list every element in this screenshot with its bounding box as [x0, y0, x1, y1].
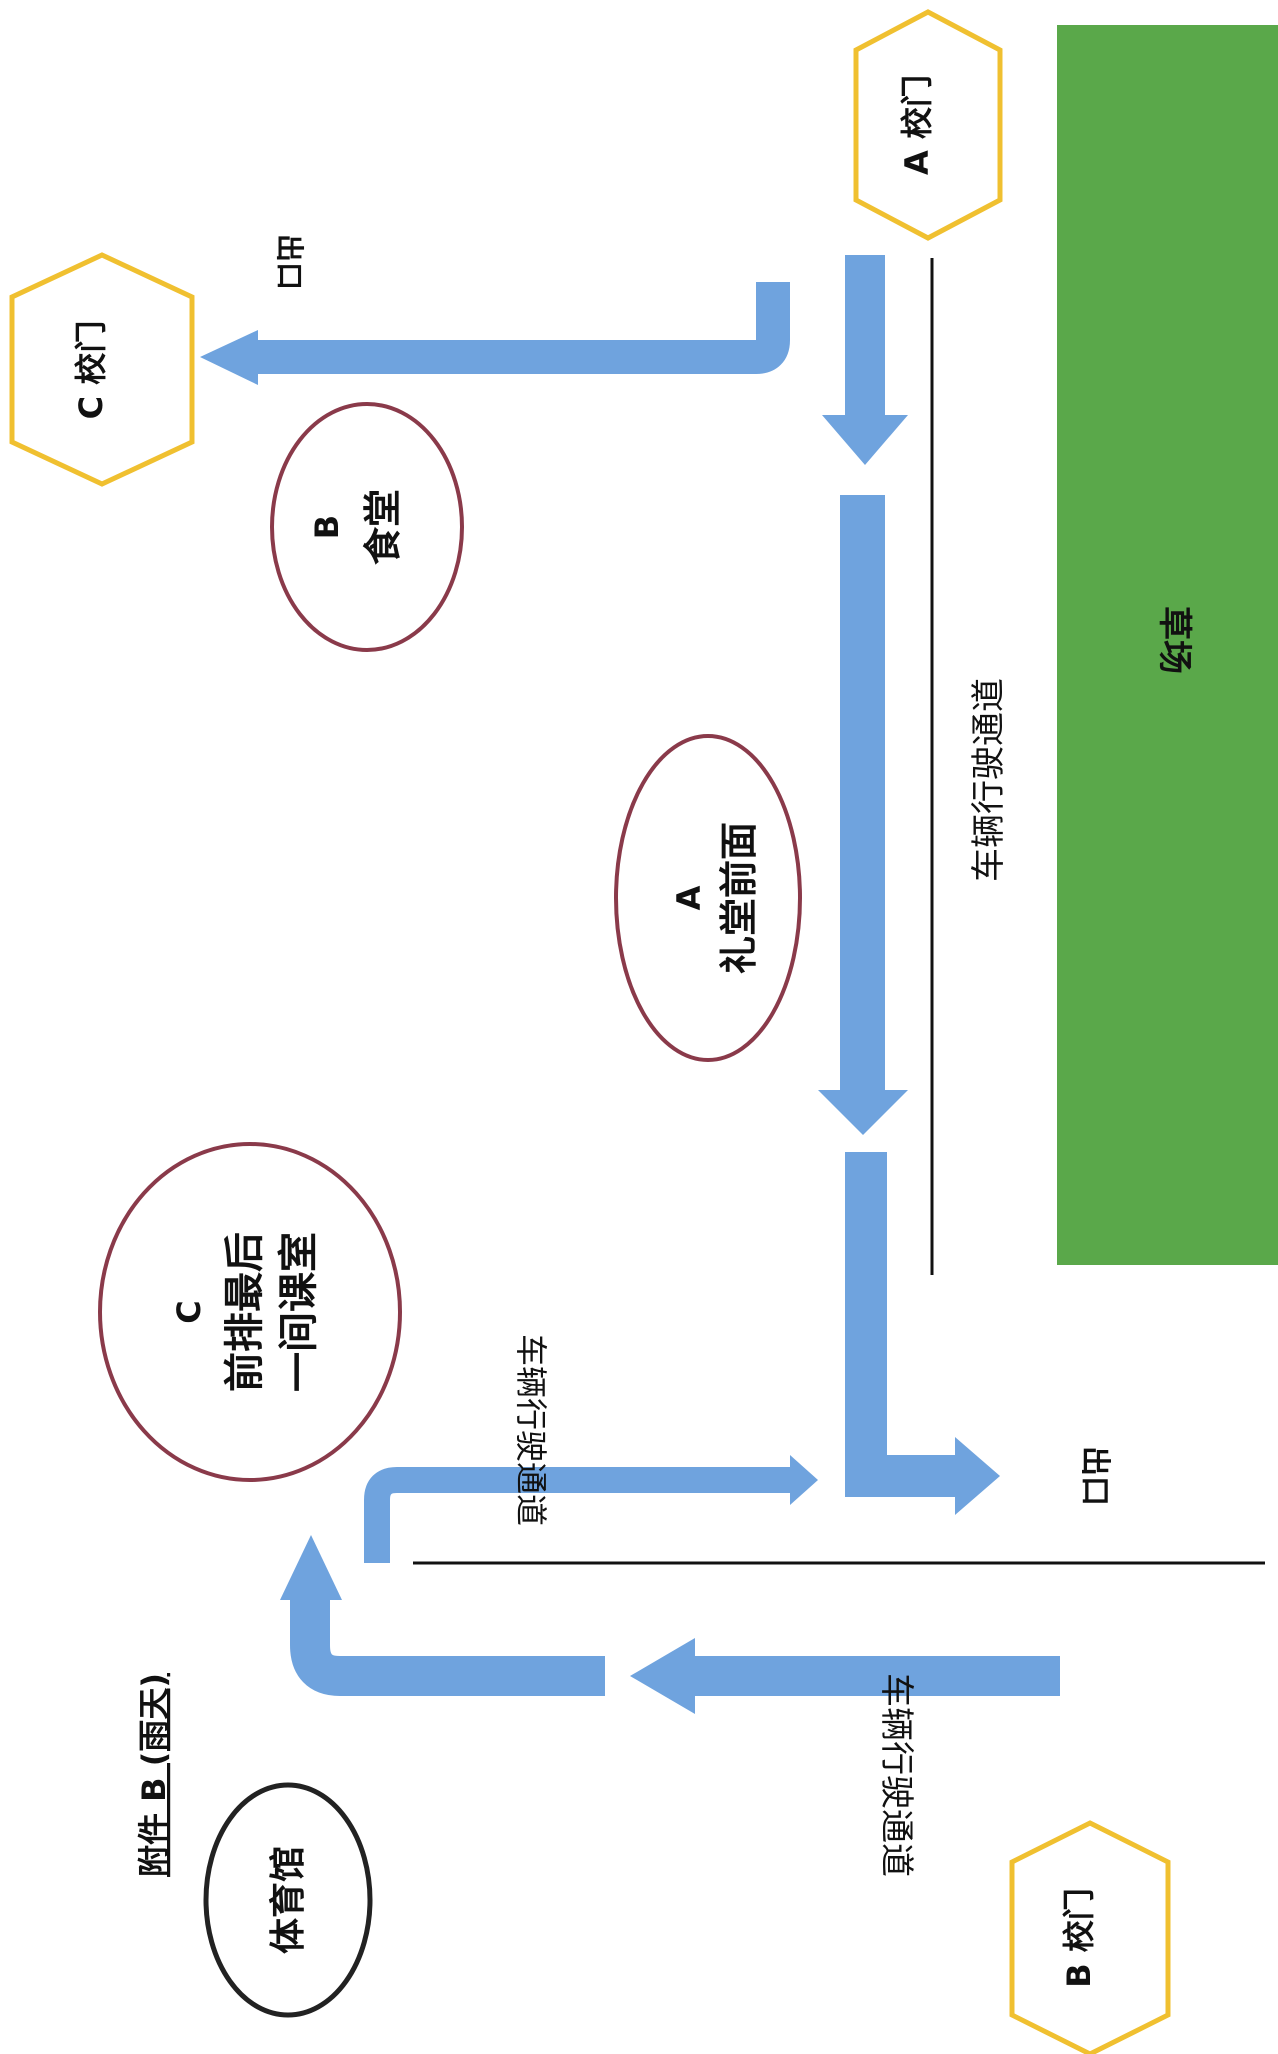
gym-label: 体育馆	[268, 1846, 309, 1954]
gate-a-label: A 校门	[898, 75, 936, 175]
gate-c-label: C 校门	[72, 321, 110, 420]
exit-top-label: 出口	[273, 234, 306, 290]
zone-b-letter: B	[308, 515, 346, 539]
zone-c	[98, 1142, 402, 1482]
zone-a	[614, 734, 802, 1062]
lane-label-right: 车辆行驶通道	[969, 678, 1009, 882]
gate-a	[853, 9, 1003, 241]
gate-b	[1009, 1820, 1171, 2054]
caption: 附件 B (雨天)	[135, 1673, 173, 1877]
zone-c-line1: 前排最后	[222, 1232, 268, 1392]
field	[1057, 25, 1278, 1265]
zone-b	[270, 402, 464, 652]
zone-c-line2: 一间课室	[276, 1232, 322, 1392]
arrow-to-c-gate	[200, 282, 790, 385]
exit-bottom-label: 出口	[1077, 1446, 1112, 1506]
arrow-from-b-gate	[280, 1535, 1060, 1714]
lane-label-bottom: 车辆行驶通道	[876, 1673, 916, 1877]
zone-c-letter: C	[170, 1300, 208, 1323]
gym	[203, 1782, 373, 2018]
field-label: 草场	[1154, 606, 1194, 674]
zone-b-name: 食堂	[361, 489, 405, 565]
zone-a-name: 礼堂前面	[717, 822, 761, 974]
gate-b-label: B 校门	[1060, 1888, 1098, 1988]
zone-a-letter: A	[670, 885, 708, 910]
lane-label-mid: 车辆行驶通道	[512, 1334, 550, 1526]
gate-c	[9, 252, 195, 487]
flow-arrows	[818, 255, 1000, 1515]
arrow-to-classroom	[364, 1455, 818, 1563]
